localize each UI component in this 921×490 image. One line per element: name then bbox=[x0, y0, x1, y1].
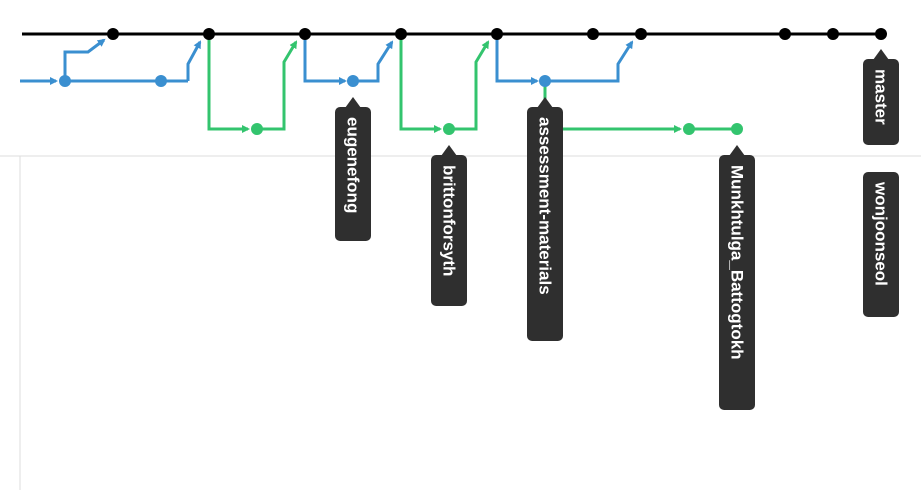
label-background bbox=[863, 172, 899, 317]
commit-dot[interactable] bbox=[779, 28, 791, 40]
label-background bbox=[431, 155, 467, 306]
blue-edge bbox=[495, 34, 539, 85]
branch-label-eugenefong[interactable]: eugenefong bbox=[335, 97, 371, 241]
commit-dot[interactable] bbox=[347, 75, 359, 87]
commit-dot[interactable] bbox=[731, 123, 743, 135]
commit-dot[interactable] bbox=[107, 28, 119, 40]
green-edge bbox=[257, 40, 298, 131]
commit-dot[interactable] bbox=[251, 123, 263, 135]
branch-label-text: Munkhtulga_Battogtokh bbox=[728, 165, 747, 360]
blue-branch bbox=[20, 34, 634, 85]
branch-label-wonjoonseol[interactable]: wonjoonseol bbox=[863, 172, 899, 317]
blue-edge bbox=[545, 40, 634, 83]
blue-commits bbox=[59, 75, 551, 87]
label-pointer bbox=[729, 145, 745, 156]
green-edge bbox=[207, 34, 250, 133]
commit-dot[interactable] bbox=[635, 28, 647, 40]
branch-label-brittonforsyth[interactable]: brittonforsyth bbox=[431, 145, 467, 306]
commit-dot[interactable] bbox=[683, 123, 695, 135]
commit-dot[interactable] bbox=[299, 28, 311, 40]
commit-dot[interactable] bbox=[155, 75, 167, 87]
green-edge bbox=[399, 34, 442, 133]
label-pointer bbox=[537, 97, 553, 108]
green-edge bbox=[449, 40, 490, 131]
blue-edge bbox=[303, 34, 347, 85]
blue-edge bbox=[186, 40, 202, 81]
green-branch bbox=[207, 34, 737, 133]
commit-dot[interactable] bbox=[59, 75, 71, 87]
branch-label-assessment-materials[interactable]: assessment-materials bbox=[527, 97, 563, 341]
blue-edge bbox=[353, 40, 394, 83]
branch-label-text: wonjoonseol bbox=[872, 181, 891, 286]
branch-label-text: assessment-materials bbox=[536, 117, 555, 295]
branch-label-text: master bbox=[872, 69, 891, 125]
master-commits bbox=[107, 28, 887, 40]
blue-edge bbox=[63, 38, 106, 81]
commit-dot[interactable] bbox=[203, 28, 215, 40]
green-edge bbox=[543, 81, 682, 133]
commit-dot[interactable] bbox=[395, 28, 407, 40]
label-background bbox=[335, 107, 371, 241]
label-background bbox=[527, 107, 563, 341]
label-background bbox=[719, 155, 755, 410]
commit-dot[interactable] bbox=[875, 28, 887, 40]
commit-dot[interactable] bbox=[587, 28, 599, 40]
branch-label-master[interactable]: master bbox=[863, 49, 899, 145]
branch-label-text: brittonforsyth bbox=[440, 165, 459, 276]
label-pointer bbox=[441, 145, 457, 156]
green-commits bbox=[251, 123, 743, 135]
commit-dot[interactable] bbox=[443, 123, 455, 135]
label-pointer bbox=[345, 97, 361, 108]
label-pointer bbox=[873, 49, 889, 60]
commit-dot[interactable] bbox=[491, 28, 503, 40]
label-background bbox=[863, 59, 899, 145]
commit-dot[interactable] bbox=[539, 75, 551, 87]
commit-dot[interactable] bbox=[827, 28, 839, 40]
branch-label-text: eugenefong bbox=[344, 117, 363, 213]
branch-label-munkhtulga-battogtokh[interactable]: Munkhtulga_Battogtokh bbox=[719, 145, 755, 410]
